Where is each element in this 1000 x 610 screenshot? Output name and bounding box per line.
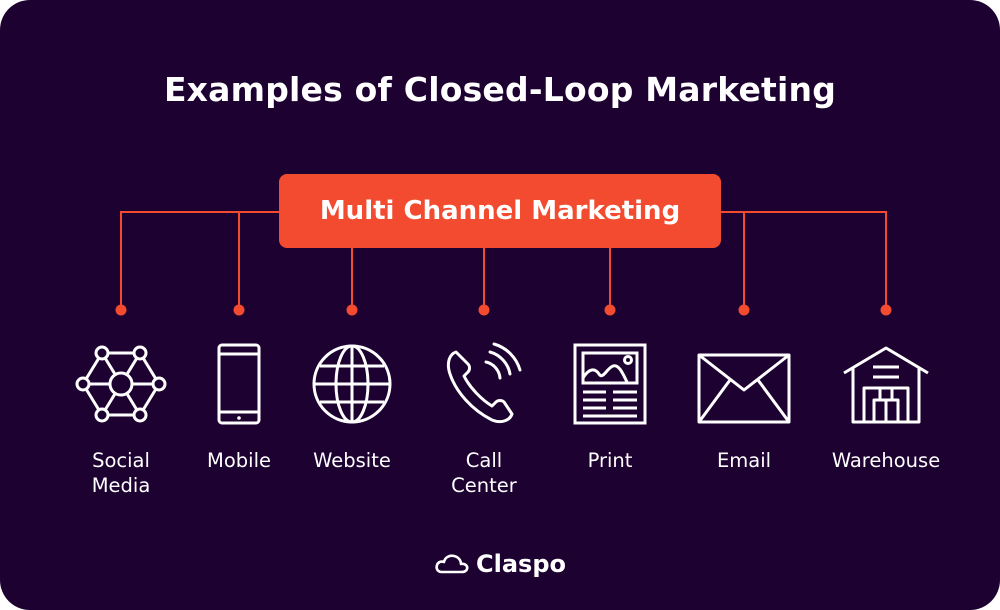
- channel-label: Website: [313, 449, 391, 472]
- network-hexagon-icon: [75, 345, 167, 423]
- channel-label: Social Media: [91, 449, 151, 497]
- brand-logo: Claspo: [434, 550, 566, 578]
- channel-mobile: Mobile: [174, 340, 304, 473]
- smartphone-icon: [217, 343, 261, 425]
- channel-call-center: Call Center: [419, 340, 549, 498]
- hub-label: Multi Channel Marketing: [319, 196, 681, 226]
- page-title: Examples of Closed-Loop Marketing: [163, 70, 837, 109]
- channel-label: Mobile: [207, 449, 271, 472]
- channel-print: Print: [545, 340, 675, 473]
- multi-channel-hub: Multi Channel Marketing: [279, 174, 721, 248]
- channel-label: Email: [716, 449, 772, 472]
- cloud-icon: [435, 554, 469, 574]
- channel-warehouse: Warehouse: [821, 340, 951, 473]
- channel-label: Warehouse: [831, 449, 941, 472]
- envelope-icon: [697, 353, 791, 424]
- brand-name: Claspo: [476, 550, 566, 578]
- channel-label: Call Center: [451, 449, 517, 497]
- globe-icon: [312, 344, 392, 424]
- warehouse-icon: [843, 346, 929, 424]
- channel-social-media: Social Media: [56, 340, 186, 498]
- channel-label: Print: [587, 449, 633, 472]
- channel-email: Email: [679, 340, 809, 473]
- newspaper-icon: [573, 343, 647, 425]
- phone-ringing-icon: [446, 342, 522, 424]
- channel-website: Website: [287, 340, 417, 473]
